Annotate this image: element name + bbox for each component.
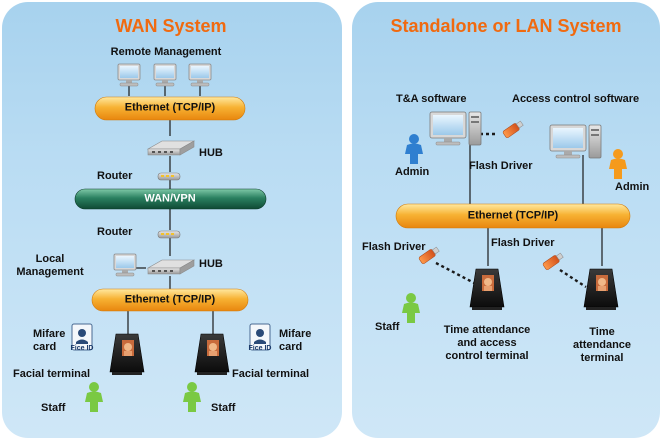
wan-vpn-label: WAN/VPN xyxy=(144,192,196,205)
terminal-left-label: Time attendance and access control termi… xyxy=(443,324,531,362)
card-logo-left: Fice ID xyxy=(70,345,94,352)
card-logo-right: Fice ID xyxy=(248,345,272,352)
staff-lan-label: Staff xyxy=(375,321,400,333)
ta-software-label: T&A software xyxy=(396,93,467,105)
lan-links xyxy=(469,142,603,266)
staff-right-label: Staff xyxy=(211,402,236,414)
facial-terminal-icon-left xyxy=(109,333,145,376)
router-bottom-label: Router xyxy=(97,226,133,238)
lan-title: Standalone or LAN System xyxy=(390,16,622,36)
flash-left-label: Flash Driver xyxy=(362,241,426,253)
wan-links xyxy=(127,83,214,335)
lan-ethernet-bar xyxy=(395,203,631,229)
staff-icon-right xyxy=(183,382,201,412)
facial-left-label: Facial terminal xyxy=(13,368,91,380)
lan-ethernet-label: Ethernet (TCP/IP) xyxy=(467,209,559,222)
remote-management-label: Remote Management xyxy=(110,46,222,58)
wan-ethernet-bar-top xyxy=(94,96,246,121)
router-icon-bottom xyxy=(157,230,181,239)
remote-pc-3 xyxy=(188,63,212,87)
flash-top-label: Flash Driver xyxy=(469,160,533,172)
mifare-right-label: Mifare card xyxy=(279,328,312,353)
wan-title: WAN System xyxy=(115,16,227,36)
wan-ethernet-bar-bottom xyxy=(91,288,249,312)
remote-pc-2 xyxy=(153,63,177,87)
local-pc-icon xyxy=(113,253,137,277)
staff-icon-left xyxy=(85,382,103,412)
hub-icon-bottom xyxy=(147,259,195,275)
admin-left-label: Admin xyxy=(395,166,430,178)
terminal-right-label: Time attendance terminal xyxy=(572,326,632,364)
admin-icon-right xyxy=(609,149,627,179)
ta-access-terminal-icon xyxy=(469,268,505,311)
flash-dotted-links xyxy=(435,132,587,289)
remote-pc-1 xyxy=(117,63,141,87)
flash-right-label: Flash Driver xyxy=(491,237,555,249)
hub-bottom-label: HUB xyxy=(199,258,223,270)
facial-right-label: Facial terminal xyxy=(232,368,310,380)
facial-terminal-icon-right xyxy=(194,333,230,376)
staff-left-label: Staff xyxy=(41,402,66,414)
ta-terminal-icon xyxy=(583,268,619,311)
access-software-label: Access control software xyxy=(512,93,640,105)
flash-drive-icon-right xyxy=(542,251,565,271)
hub-icon-top xyxy=(147,140,195,156)
ta-software-pc-icon xyxy=(429,111,482,146)
local-management-label: Local Management xyxy=(16,253,84,278)
wan-ethernet-bottom-label: Ethernet (TCP/IP) xyxy=(124,293,216,306)
access-software-pc-icon xyxy=(549,124,602,159)
admin-right-label: Admin xyxy=(615,181,650,193)
admin-icon-left xyxy=(405,134,423,164)
router-icon-top xyxy=(157,172,181,181)
router-top-label: Router xyxy=(97,170,133,182)
flash-drive-icon-top xyxy=(502,119,525,139)
staff-icon-lan xyxy=(402,293,420,323)
wan-ethernet-top-label: Ethernet (TCP/IP) xyxy=(124,101,216,114)
mifare-left-label: Mifare card xyxy=(33,328,66,353)
wan-vpn-bar xyxy=(74,188,267,210)
hub-top-label: HUB xyxy=(199,147,223,159)
